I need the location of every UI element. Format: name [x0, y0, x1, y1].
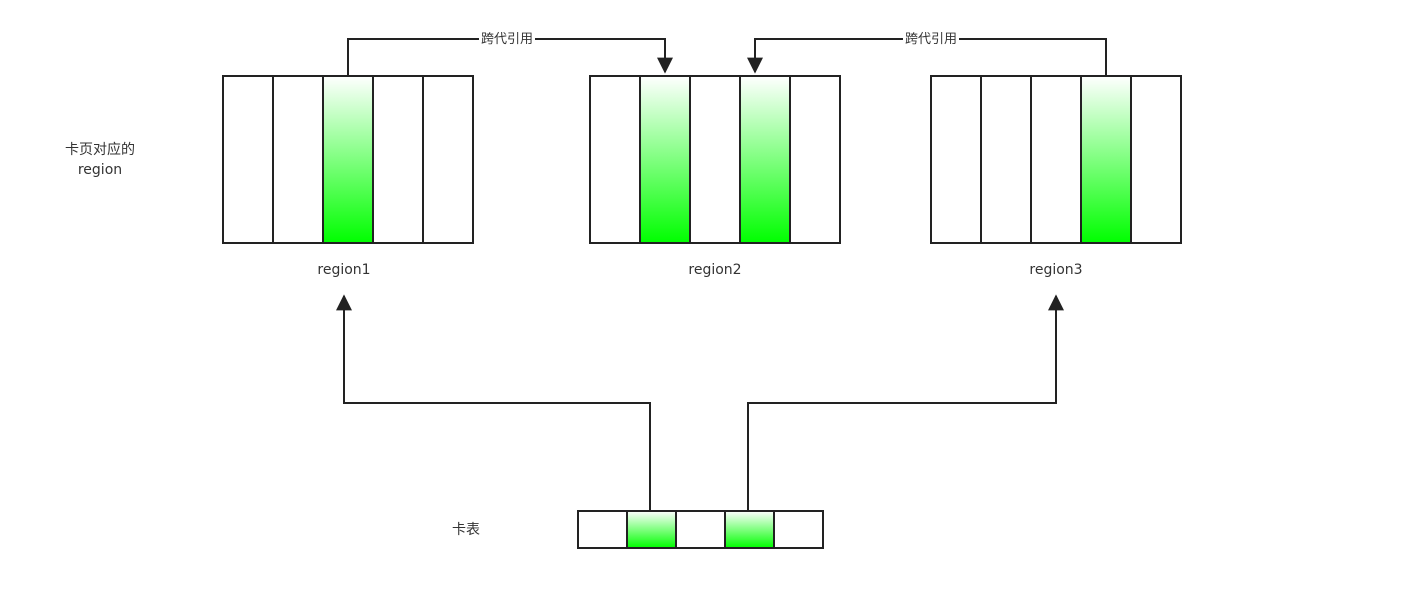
card-page: [589, 75, 641, 244]
card-page: [689, 75, 741, 244]
card-to-region3-arrow: [747, 294, 1064, 510]
card-page-dirty: [1080, 75, 1132, 244]
card-table-entry-dirty: [724, 510, 775, 549]
card-page-dirty: [322, 75, 374, 244]
region-box-3: [930, 75, 1182, 244]
card-page: [272, 75, 324, 244]
card-table: [577, 510, 824, 549]
card-table-entry: [773, 510, 824, 549]
region3-label: region3: [1029, 262, 1083, 278]
region2-label: region2: [688, 262, 742, 278]
cross-ref-label-2: 跨代引用: [902, 30, 960, 50]
card-page: [1030, 75, 1082, 244]
side-label-line1: 卡页对应的: [65, 142, 135, 158]
card-table-entry: [577, 510, 628, 549]
region1-label: region1: [317, 262, 371, 278]
card-page: [422, 75, 474, 244]
side-label-line2: region: [77, 162, 123, 178]
card-table-label: 卡表: [452, 522, 480, 538]
card-page: [789, 75, 841, 244]
card-table-entry: [675, 510, 726, 549]
region-box-2: [589, 75, 841, 244]
card-page: [980, 75, 1032, 244]
card-page: [930, 75, 982, 244]
card-page: [222, 75, 274, 244]
cross-ref-label-1: 跨代引用: [478, 30, 536, 50]
regions: [222, 75, 1182, 244]
card-to-region1-arrow: [336, 294, 651, 510]
card-table-entry-dirty: [626, 510, 677, 549]
card-page: [372, 75, 424, 244]
card-page-dirty: [739, 75, 791, 244]
card-page-dirty: [639, 75, 691, 244]
side-label: 卡页对应的 region: [50, 140, 150, 180]
region-box-1: [222, 75, 474, 244]
card-page: [1130, 75, 1182, 244]
